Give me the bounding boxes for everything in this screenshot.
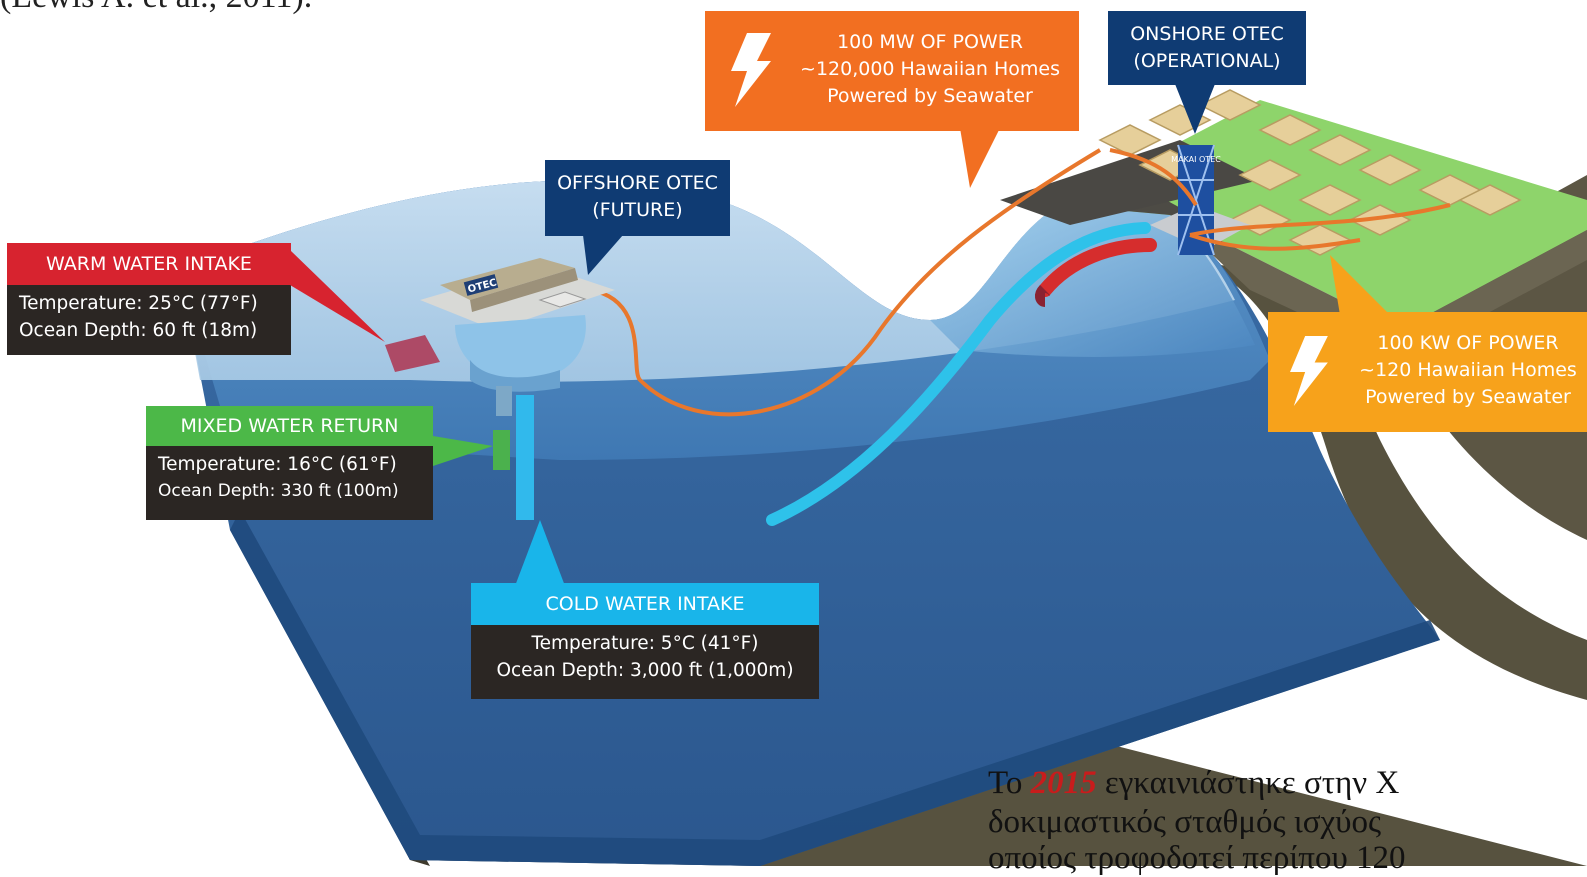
offshore-otec-platform: OTEC — [385, 258, 615, 520]
mixed-water-depth: Ocean Depth: 330 ft (100m) — [158, 481, 399, 501]
warm-water-pointer — [290, 250, 385, 342]
warm-water-intake-header: WARM WATER INTAKE — [7, 243, 291, 285]
lightning-icon — [731, 33, 771, 107]
callout-100kw-line2: ~120 Hawaiian Homes — [1359, 359, 1577, 381]
mixed-water-return-details: Temperature: 16°C (61°F) Ocean Depth: 33… — [146, 446, 433, 520]
mixed-water-return-header: MIXED WATER RETURN — [146, 406, 433, 446]
callout-100mw-pointer — [960, 128, 1000, 188]
warm-water-depth: Ocean Depth: 60 ft (18m) — [19, 320, 258, 341]
cold-water-pointer — [515, 520, 565, 586]
callout-100mw-line1: 100 MW OF POWER — [837, 31, 1023, 53]
callout-offshore-otec: OFFSHORE OTEC (FUTURE) — [545, 160, 730, 236]
warm-water-intake-details: Temperature: 25°C (77°F) Ocean Depth: 60… — [7, 285, 291, 355]
greek-line1-prefix: Το — [988, 765, 1031, 801]
offshore-otec-line1: OFFSHORE OTEC — [557, 172, 718, 194]
callout-100kw-power: 100 KW OF POWER ~120 Hawaiian Homes Powe… — [1268, 312, 1587, 432]
top-citation: (Lewis A. et al., 2011). — [0, 0, 312, 16]
onshore-otec-line2: (OPERATIONAL) — [1133, 50, 1281, 72]
greek-year: 2015 — [1030, 765, 1097, 801]
cold-water-temperature: Temperature: 5°C (41°F) — [531, 633, 759, 654]
onshore-otec-line1: ONSHORE OTEC — [1130, 23, 1284, 45]
greek-paragraph-line1: Το 2015 εγκαινιάστηκε στην Χ — [988, 765, 1399, 802]
callout-100kw-pointer — [1330, 255, 1390, 315]
warm-water-temperature: Temperature: 25°C (77°F) — [19, 293, 258, 314]
offshore-otec-line2: (FUTURE) — [592, 199, 683, 221]
callout-100mw-line2: ~120,000 Hawaiian Homes — [800, 58, 1060, 80]
callout-100kw-line1: 100 KW OF POWER — [1377, 332, 1559, 354]
onshore-otec-tower: MAKAI OTEC — [1150, 144, 1250, 256]
greek-line1-suffix: εγκαινιάστηκε στην Χ — [1096, 765, 1400, 801]
power-lines — [589, 148, 1451, 417]
lightning-icon — [1290, 336, 1328, 406]
greek-paragraph-line3: οποίος τροφοδοτεί περίπου 120 — [988, 840, 1406, 876]
mixed-water-temperature: Temperature: 16°C (61°F) — [158, 454, 397, 475]
tower-label: MAKAI OTEC — [1171, 155, 1221, 164]
greek-paragraph-line2: δοκιμαστικός σταθμός ισχύος — [988, 804, 1382, 840]
houses — [1098, 89, 1522, 256]
callout-offshore-pointer — [583, 235, 623, 275]
cold-water-intake-header: COLD WATER INTAKE — [471, 583, 819, 625]
callout-100mw-power: 100 MW OF POWER ~120,000 Hawaiian Homes … — [705, 11, 1079, 131]
callout-onshore-otec: ONSHORE OTEC (OPERATIONAL) — [1108, 11, 1306, 85]
callout-100mw-line3: Powered by Seawater — [827, 85, 1033, 107]
onshore-cold-pipe — [766, 222, 1157, 526]
cold-water-depth: Ocean Depth: 3,000 ft (1,000m) — [496, 660, 794, 681]
callout-onshore-pointer — [1175, 84, 1215, 134]
cold-water-intake-details: Temperature: 5°C (41°F) Ocean Depth: 3,0… — [471, 625, 819, 699]
mixed-water-pointer — [433, 436, 493, 466]
callout-100kw-line3: Powered by Seawater — [1365, 386, 1571, 408]
